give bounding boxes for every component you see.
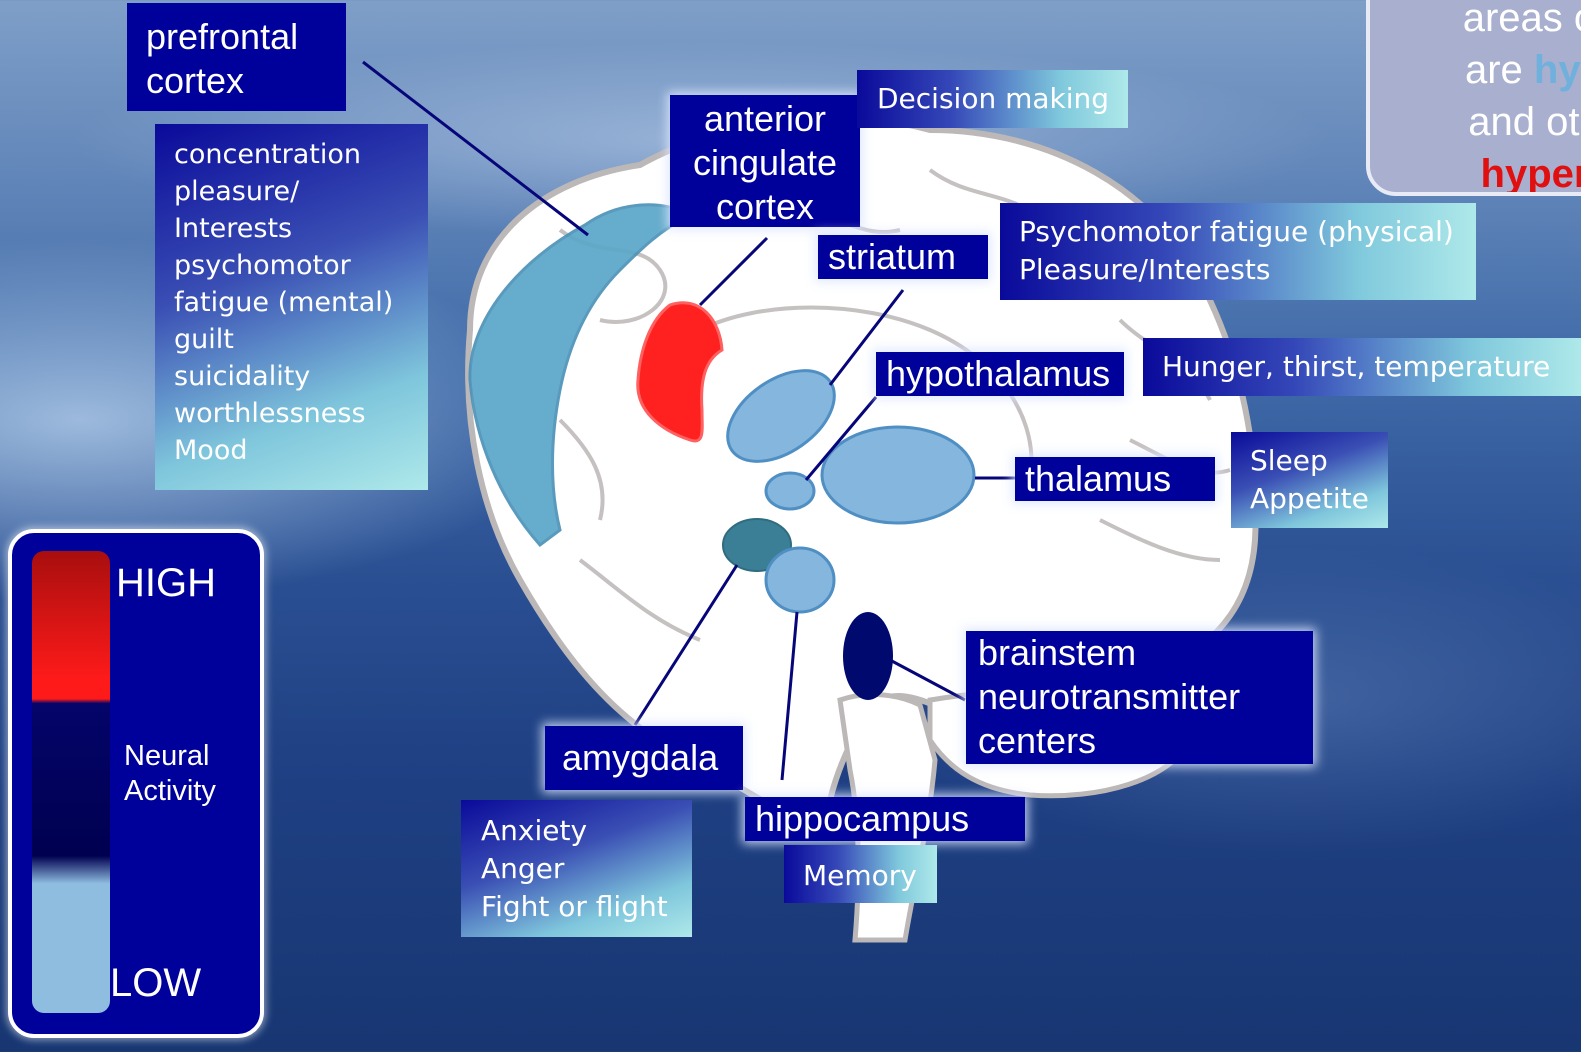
corner-note-hypo: hyp xyxy=(1534,48,1581,92)
thalamus-functions: Sleep Appetite xyxy=(1231,432,1388,528)
legend-color-bar xyxy=(32,551,110,1013)
thalamus-region xyxy=(822,427,974,523)
brainstem-region xyxy=(843,612,893,700)
corner-note-line2: are hyp xyxy=(1370,44,1581,96)
corner-note-line1: areas of xyxy=(1370,0,1581,44)
corner-note-text: areas of are hyp and oth hyper xyxy=(1370,0,1581,196)
legend-low-label: LOW xyxy=(110,961,201,1006)
striatum-functions: Psychomotor fatigue (physical) Pleasure/… xyxy=(1000,203,1476,300)
label-brainstem-neurotransmitter-centers: brainstem neurotransmitter centers xyxy=(966,631,1313,764)
hypothalamus-function: Hunger, thirst, temperature xyxy=(1143,338,1581,396)
label-anterior-cingulate-cortex: anterior cingulate cortex xyxy=(670,95,860,227)
hippocampus-region xyxy=(766,548,834,612)
amygdala-functions: Anxiety Anger Fight or flight xyxy=(461,800,692,937)
neural-activity-legend: HIGH Neural Activity LOW xyxy=(8,529,264,1038)
label-prefrontal-cortex: prefrontal cortex xyxy=(127,3,346,111)
label-hypothalamus: hypothalamus xyxy=(876,352,1124,396)
label-amygdala: amygdala xyxy=(545,726,743,790)
acc-function: Decision making xyxy=(857,70,1128,128)
label-striatum: striatum xyxy=(818,235,988,279)
legend-high-label: HIGH xyxy=(116,561,216,606)
corner-note: areas of are hyp and oth hyper xyxy=(1366,0,1581,196)
label-thalamus: thalamus xyxy=(1015,457,1215,501)
corner-note-line3: and oth xyxy=(1370,96,1581,148)
label-hippocampus: hippocampus xyxy=(745,797,1025,841)
hippocampus-function: Memory xyxy=(784,845,937,903)
prefrontal-functions: concentration pleasure/ Interests psycho… xyxy=(155,124,428,490)
legend-caption: Neural Activity xyxy=(124,739,216,809)
corner-note-hyper: hyper xyxy=(1370,148,1581,196)
